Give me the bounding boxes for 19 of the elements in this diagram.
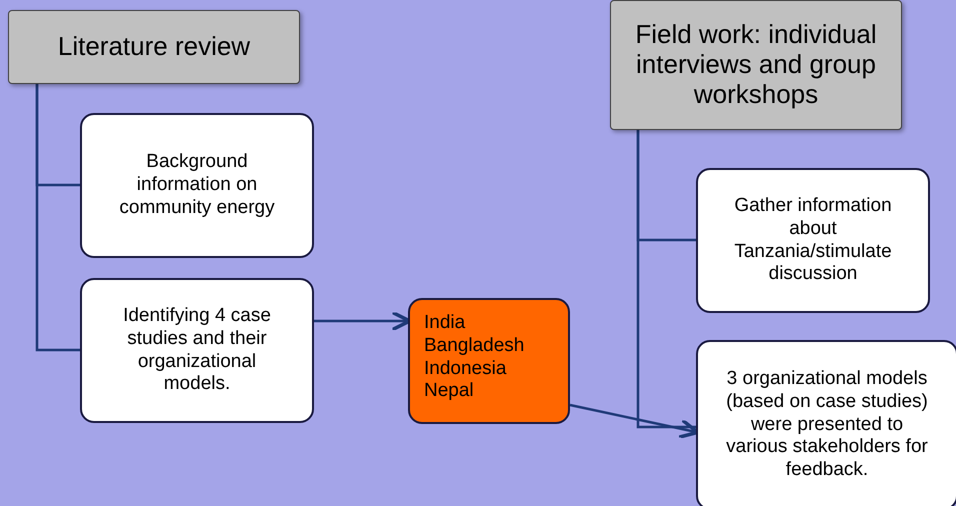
process-box	[696, 340, 956, 506]
box-text: Identifying 4 case studies and their organizational models.	[122, 304, 272, 396]
process-box	[80, 113, 314, 258]
box-text: Background information on community energy	[118, 151, 276, 220]
box-text: Gather information about Tanzania/stimulate discussion	[733, 194, 893, 286]
box-text: Literature review	[58, 32, 250, 62]
process-box	[80, 278, 314, 423]
phase-header-box	[610, 0, 902, 130]
connector-line	[36, 84, 80, 352]
box-text: Field work: individual interviews and group workshops	[634, 20, 878, 110]
country-name: Bangladesh	[424, 334, 524, 358]
connector-line	[636, 130, 696, 428]
phase-header-box	[8, 10, 300, 84]
process-box	[696, 168, 930, 313]
box-text: 3 organizational models (based on case studies) were presented to various stakeholders for feedback.	[725, 368, 929, 482]
country-list-box	[408, 298, 570, 424]
country-name: Nepal	[424, 380, 474, 404]
country-name: Indonesia	[424, 358, 506, 380]
country-name: India	[424, 312, 466, 335]
